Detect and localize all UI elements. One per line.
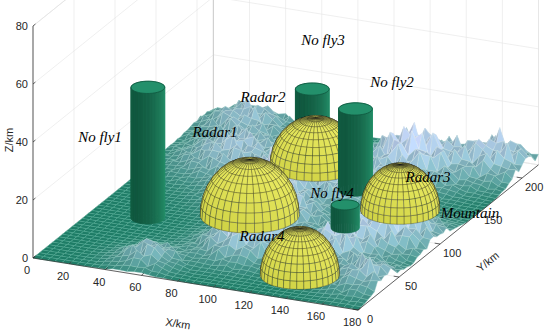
plot-figure: 0204060800204060801001201401601800501001… [0, 0, 550, 335]
